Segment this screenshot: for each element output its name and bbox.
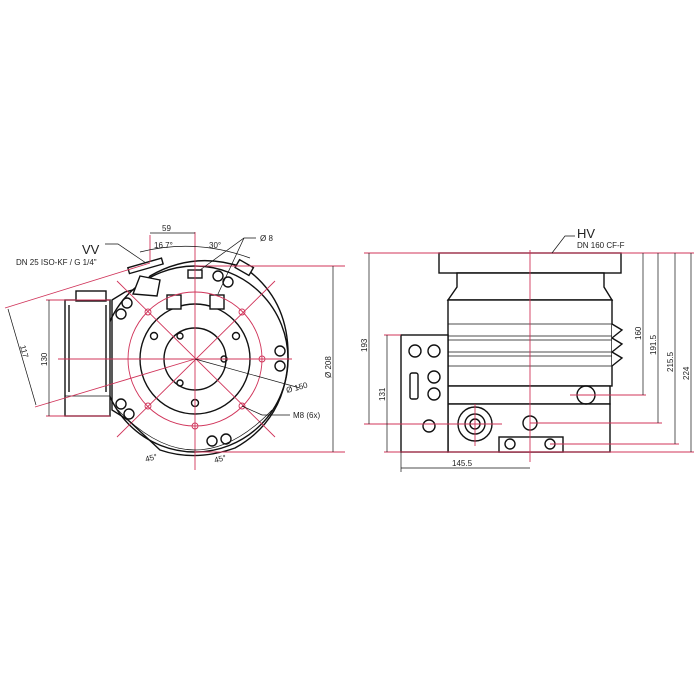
top-view	[4, 232, 345, 470]
angle-45-right: 45°	[213, 453, 227, 465]
dim-160: 160	[634, 326, 643, 340]
vv-flange-label: DN 25 ISO-KF / G 1/4"	[16, 258, 97, 267]
top-view-labels: VV DN 25 ISO-KF / G 1/4" 59 16.7° 30° Ø …	[16, 224, 333, 465]
dim-193: 193	[360, 338, 369, 352]
dia-208: Ø 208	[324, 356, 333, 378]
vv-flange	[126, 257, 164, 275]
cooling-connector	[234, 258, 255, 277]
angle-16-7: 16.7°	[154, 241, 173, 250]
electronics-box	[64, 299, 111, 417]
side-view-labels: HV DN 160 CF-F 193 131 160 191.5 215.5 2…	[360, 226, 691, 468]
dim-191-5: 191.5	[649, 334, 658, 355]
cooling-fins	[610, 323, 624, 367]
angle-30: 30°	[209, 241, 221, 250]
hv-label: HV	[577, 226, 595, 241]
dim-215-5: 215.5	[666, 351, 675, 372]
screws	[115, 270, 286, 447]
hv-flange-label: DN 160 CF-F	[577, 241, 625, 250]
vv-label: VV	[82, 242, 100, 257]
thread-m8: M8 (6x)	[293, 411, 320, 420]
port-right	[209, 294, 225, 310]
angle-45-left: 45°	[144, 452, 158, 464]
dim-131: 131	[378, 387, 387, 401]
dim-117: 117	[18, 344, 30, 359]
box-connector	[75, 290, 107, 302]
dim-145-5: 145.5	[452, 459, 473, 468]
side-view	[364, 235, 694, 472]
dim-224: 224	[682, 366, 691, 380]
electronics-panel	[400, 334, 449, 453]
dim-59: 59	[162, 224, 171, 233]
vv-port	[132, 275, 161, 297]
dia-8: Ø 8	[260, 234, 273, 243]
dia-150: Ø 150	[285, 380, 309, 394]
dim-130: 130	[40, 352, 49, 366]
